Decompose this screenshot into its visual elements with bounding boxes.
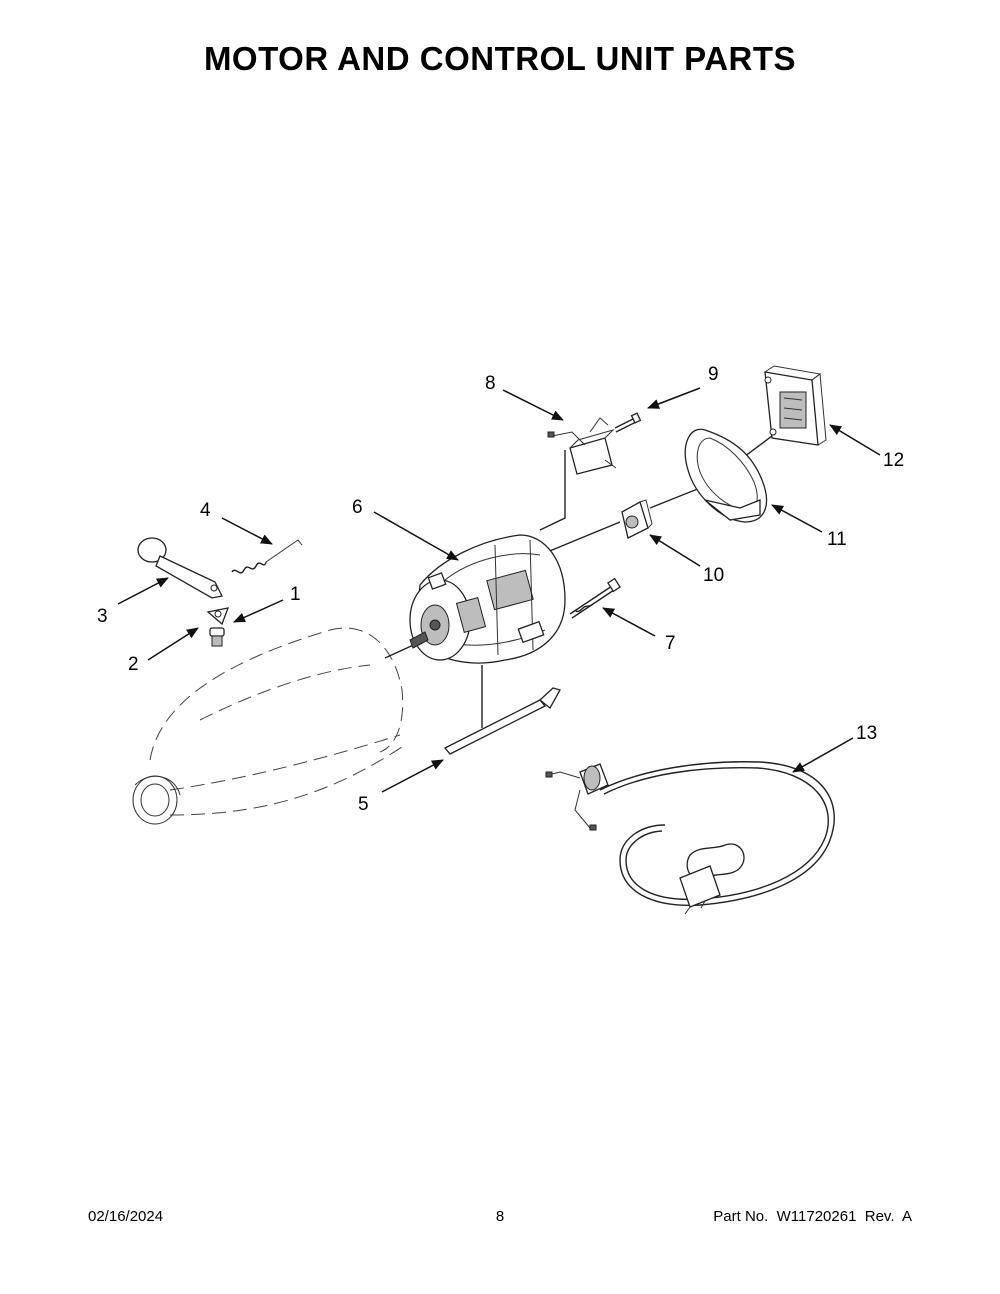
part-10-control (621, 499, 653, 539)
callout-2: 2 (128, 654, 139, 675)
callout-11: 11 (827, 529, 847, 550)
callout-arrows (117, 387, 881, 793)
callout-4: 4 (200, 500, 211, 521)
footer-part-number: Part No. W11720261 Rev. A (713, 1208, 912, 1225)
part-7-bolt (569, 577, 621, 619)
part-1-washer (206, 607, 230, 626)
part-2-screw (209, 627, 225, 647)
callout-6: 6 (352, 497, 363, 518)
page-title: MOTOR AND CONTROL UNIT PARTS (203, 40, 797, 77)
callout-9: 9 (708, 364, 719, 385)
callout-12: 12 (883, 450, 904, 471)
footer-page-number: 8 (495, 1208, 505, 1225)
mixer-housing-outline (132, 627, 406, 825)
callout-5: 5 (358, 794, 369, 815)
callout-13: 13 (856, 723, 877, 744)
part-4-spring (231, 539, 303, 574)
footer-date: 02/16/2024 (88, 1208, 164, 1225)
callout-8: 8 (485, 373, 496, 394)
callout-7: 7 (665, 633, 676, 654)
part-11-ring-bracket (684, 428, 768, 523)
part-9-screw (614, 412, 642, 433)
callout-1: 1 (290, 584, 301, 605)
part-12-control-board (764, 365, 827, 446)
part-6-motor (409, 534, 566, 664)
part-5-control-bar (443, 687, 561, 755)
callout-10: 10 (703, 565, 724, 586)
part-3-lever (137, 537, 223, 599)
part-8-connector (547, 417, 617, 475)
callout-3: 3 (97, 606, 108, 627)
part-13-power-cord (545, 761, 835, 915)
